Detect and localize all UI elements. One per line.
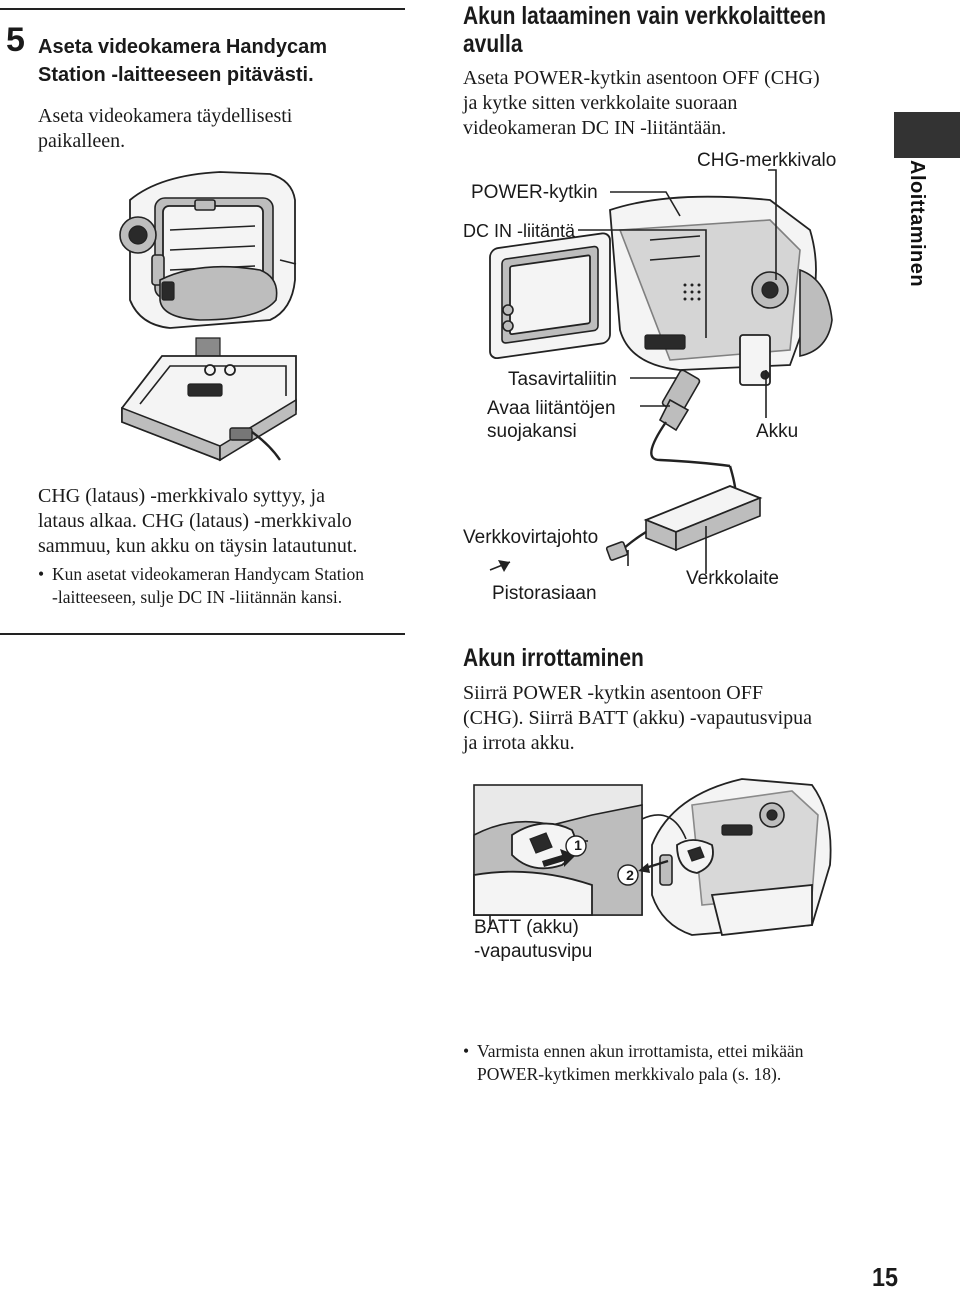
charging-paragraph-line: lataus alkaa. CHG (lataus) -merkkivalo xyxy=(38,510,352,532)
station-note-line: -laitteeseen, sulje DC IN -liitännän kan… xyxy=(52,587,343,607)
ac-section-paragraph-line: ja kytke sitten verkkolaite suoraan xyxy=(463,92,738,114)
camera-ac-adaptor-illustration xyxy=(489,169,833,574)
charging-paragraph-line: sammuu, kun akku on täysin latautunut. xyxy=(38,535,358,557)
removal-paragraph-line: Siirrä POWER -kytkin asentoon OFF xyxy=(463,682,763,704)
step-description-line: Aseta videokamera täydellisesti xyxy=(38,105,293,127)
open-cover-label: Avaa liitäntöjen suojakansi xyxy=(487,397,616,443)
removal-paragraph: Siirrä POWER -kytkin asentoon OFF (CHG).… xyxy=(463,681,812,756)
ac-adaptor-label: Verkkolaite xyxy=(686,568,779,589)
step-marker-1: 1 xyxy=(574,837,582,853)
open-cover-label-line: Avaa liitäntöjen xyxy=(487,398,616,419)
open-cover-label-line: suojakansi xyxy=(487,421,577,442)
dc-in-jack-label: DC IN -liitäntä xyxy=(463,221,576,241)
ac-section-paragraph-line: Aseta POWER-kytkin asentoon OFF (CHG) xyxy=(463,67,820,89)
batt-release-label-line: -vapautusvipu xyxy=(474,941,593,962)
ac-section-paragraph-line: videokameran DC IN -liitäntään. xyxy=(463,117,727,139)
dc-plug-label: Tasavirtaliitin xyxy=(508,369,617,390)
removal-note-line: Varmista ennen akun irrottamista, ettei … xyxy=(477,1041,804,1061)
bottom-rule-left xyxy=(0,633,405,635)
charging-paragraph: CHG (lataus) -merkkivalo syttyy, ja lata… xyxy=(38,484,357,559)
step-title: Aseta videokamera Handycam Station -lait… xyxy=(38,33,327,89)
removal-note-line: POWER-kytkimen merkkivalo pala (s. 18). xyxy=(477,1064,782,1084)
removal-paragraph-line: ja irrota akku. xyxy=(463,732,575,754)
section-side-label-text: Aloittaminen xyxy=(906,160,928,288)
top-rule-left xyxy=(0,8,405,10)
step-title-line: Station -laitteeseen pitävästi. xyxy=(38,64,314,86)
batt-release-label-line: BATT (akku) xyxy=(474,917,579,938)
step-description-line: paikalleen. xyxy=(38,130,126,152)
dc-plug-drawing xyxy=(650,369,731,468)
power-cord-label: Verkkovirtajohto xyxy=(463,527,599,548)
page-number: 15 xyxy=(872,1262,899,1292)
camera-side-drawing xyxy=(489,195,833,386)
power-switch-label: POWER-kytkin xyxy=(471,182,598,203)
removal-note-bullet: Varmista ennen akun irrottamista, ettei … xyxy=(463,1040,960,1086)
removal-paragraph-line: (CHG). Siirrä BATT (akku) -vapautusvipua xyxy=(463,707,813,729)
camera-bottom-drawing xyxy=(651,778,832,936)
handycam-station-drawing xyxy=(121,355,297,462)
battery-removal-illustration xyxy=(473,778,832,936)
leader-lines xyxy=(578,169,777,574)
section-side-label: Aloittaminen xyxy=(903,160,943,290)
charging-paragraph-line: CHG (lataus) -merkkivalo syttyy, ja xyxy=(38,485,325,507)
removal-heading: Akun irrottaminen xyxy=(463,644,678,672)
station-note-bullet: Kun asetat videokameran Handycam Station… xyxy=(38,563,960,609)
section-tab-marker xyxy=(894,112,960,158)
battery-label: Akku xyxy=(756,421,799,442)
step-number: 5 xyxy=(6,21,25,59)
removal-heading-text: Akun irrottaminen xyxy=(463,644,644,672)
camera-on-station-illustration xyxy=(119,171,297,462)
camera-body-drawing xyxy=(119,171,297,329)
ac-section-paragraph: Aseta POWER-kytkin asentoon OFF (CHG) ja… xyxy=(463,66,820,141)
ac-section-heading-line: Akun lataaminen vain verkkolaitteen xyxy=(463,2,826,30)
ac-section-heading-line: avulla xyxy=(463,30,523,58)
ac-section-heading: Akun lataaminen vain verkkolaitteen avul… xyxy=(463,2,895,58)
batt-release-label: BATT (akku) -vapautusvipu xyxy=(474,916,592,964)
release-lever-closeup-drawing xyxy=(473,784,643,916)
ac-adaptor-drawing xyxy=(489,465,763,572)
station-note-line: Kun asetat videokameran Handycam Station xyxy=(52,564,364,584)
step-marker-2: 2 xyxy=(626,867,634,883)
to-outlet-label: Pistorasiaan xyxy=(492,583,597,604)
step-title-line: Aseta videokamera Handycam xyxy=(38,36,328,58)
step-description: Aseta videokamera täydellisesti paikalle… xyxy=(38,104,292,154)
chg-lamp-label: CHG-merkkivalo xyxy=(697,150,837,171)
